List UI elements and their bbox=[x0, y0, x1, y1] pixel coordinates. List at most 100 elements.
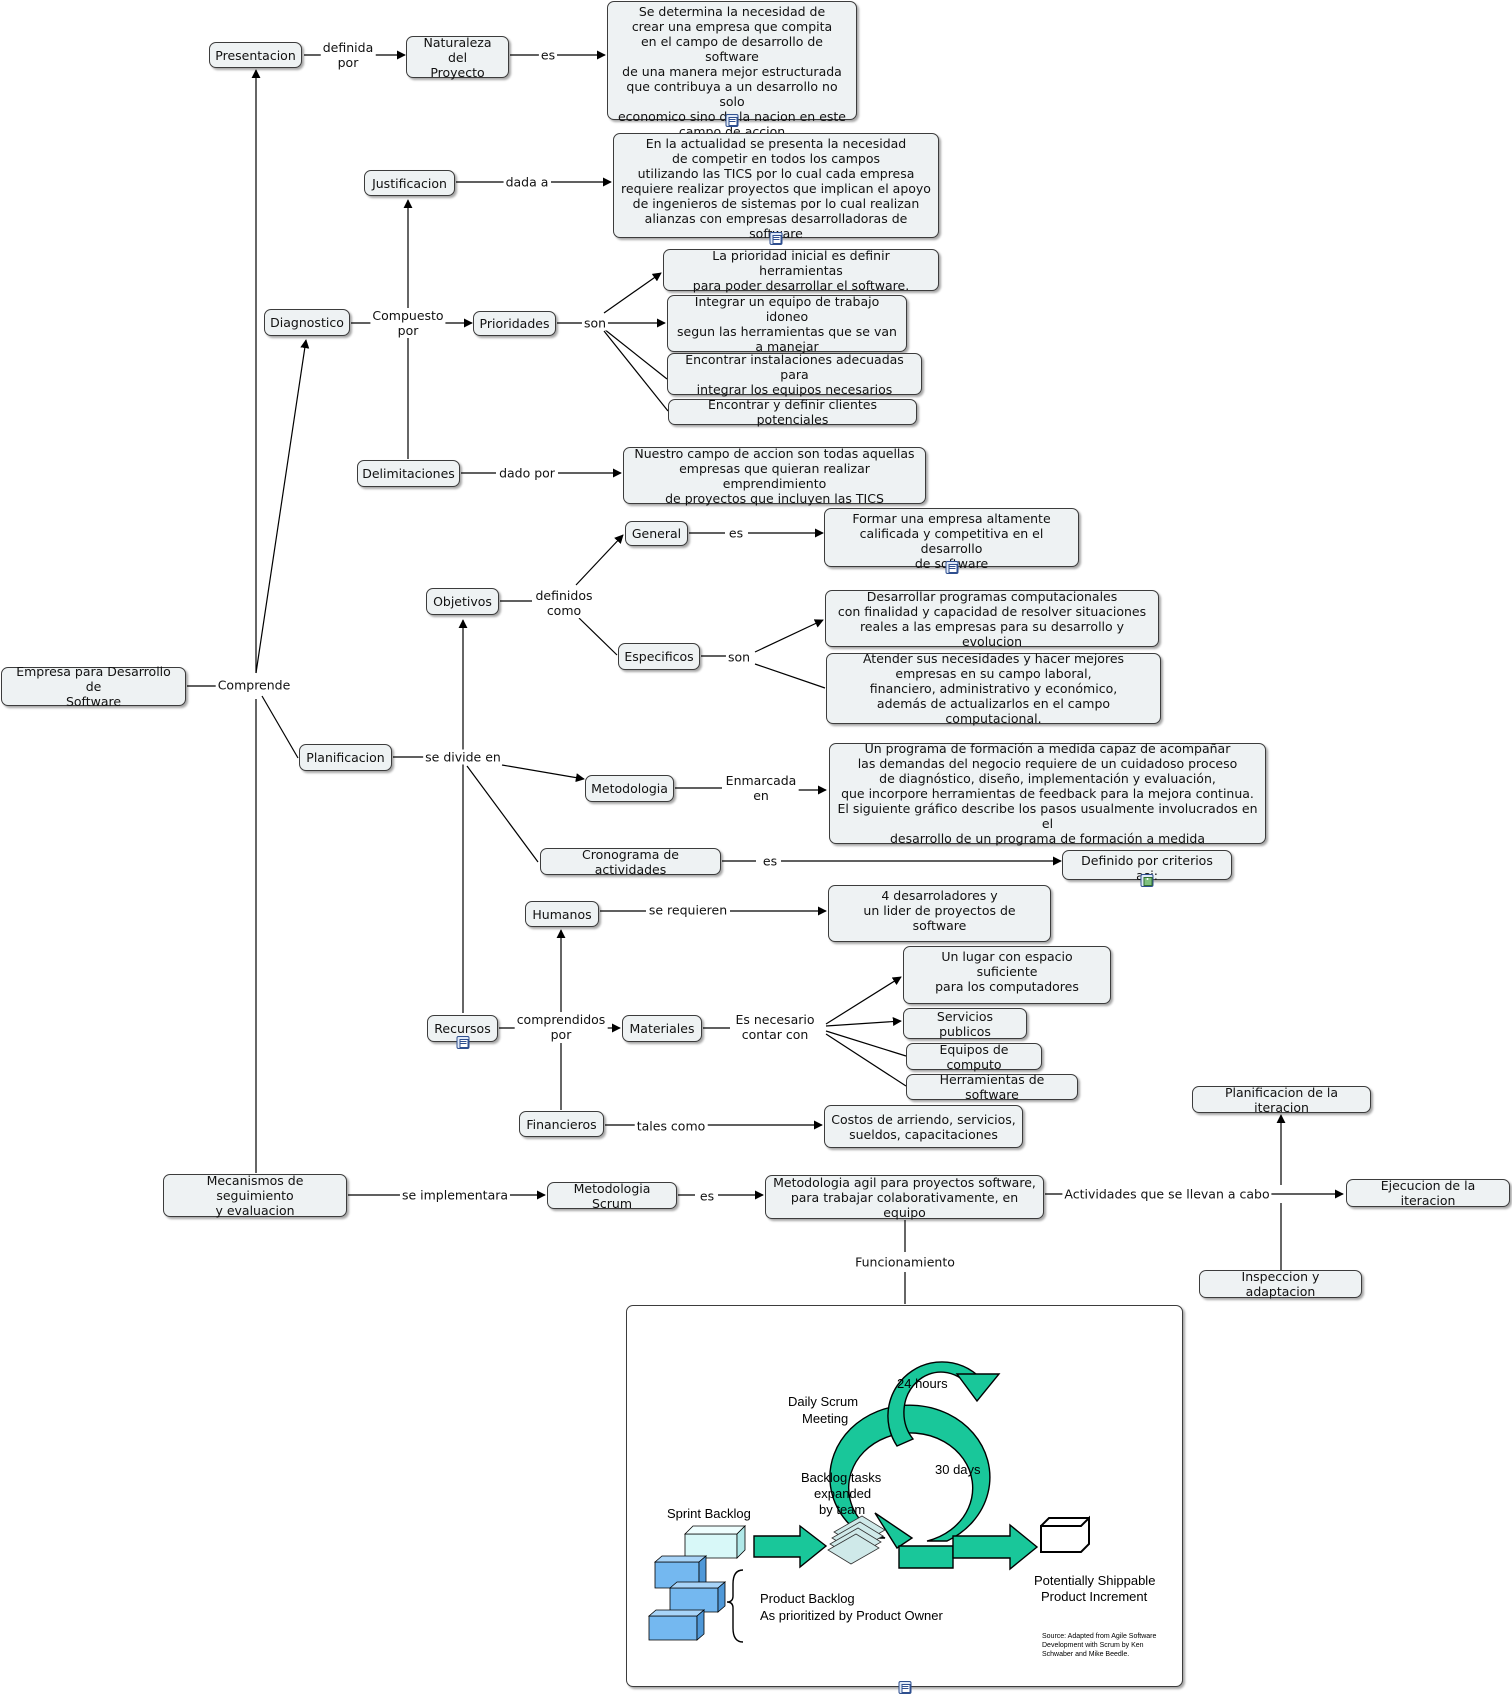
link-label-se-divide-en: se divide en bbox=[423, 749, 503, 765]
node-material-2-label: Servicios publicos bbox=[936, 1008, 994, 1039]
node-empresa[interactable]: Empresa para Desarrollo de Software bbox=[1, 664, 186, 709]
daily-loop-arrow-head bbox=[955, 1373, 1001, 1403]
node-objetivos-label: Objetivos bbox=[433, 594, 492, 609]
link-label-definida-por: definida por bbox=[320, 40, 376, 70]
node-especificos-label: Especificos bbox=[624, 649, 694, 664]
link-label-se-requieren: se requieren bbox=[646, 902, 730, 918]
node-prioridades-label: Prioridades bbox=[479, 316, 550, 331]
node-financieros-desc-label: Costos de arriendo, servicios, sueldos, … bbox=[831, 1111, 1016, 1142]
increment-box bbox=[1040, 1515, 1090, 1553]
node-naturaleza[interactable]: Naturaleza del Proyecto bbox=[406, 35, 509, 80]
node-diagnostico[interactable]: Diagnostico bbox=[264, 309, 350, 336]
node-humanos-desc[interactable]: 4 desarroladores y un lider de proyectos… bbox=[828, 885, 1051, 942]
node-material-2[interactable]: Servicios publicos bbox=[903, 1008, 1027, 1039]
resource-doc-icon[interactable] bbox=[898, 1681, 911, 1694]
node-prioridad-3[interactable]: Encontrar instalaciones adecuadas para i… bbox=[667, 351, 922, 397]
node-prioridad-2[interactable]: Integrar un equipo de trabajo idoneo seg… bbox=[667, 293, 907, 354]
node-especificos[interactable]: Especificos bbox=[618, 643, 700, 670]
link-label-dado-por: dado por bbox=[497, 465, 557, 481]
node-objetivos[interactable]: Objetivos bbox=[426, 588, 499, 615]
backlog-arrow bbox=[753, 1524, 828, 1569]
product-backlog-blocks bbox=[647, 1555, 727, 1641]
node-presentacion-label: Presentacion bbox=[215, 47, 296, 63]
sprint-base-bar bbox=[898, 1545, 954, 1569]
increment-label-1: Potentially Shippable bbox=[1034, 1573, 1155, 1588]
node-materiales-label: Materiales bbox=[629, 1021, 695, 1036]
node-mecanismos[interactable]: Mecanismos de seguimiento y evaluacion bbox=[163, 1173, 347, 1218]
node-especifico-2[interactable]: Atender sus necesidades y hacer mejores … bbox=[826, 651, 1161, 726]
node-scrum-label: Metodologia Scrum bbox=[573, 1180, 651, 1211]
source-note-1: Source: Adapted from Agile Software bbox=[1042, 1633, 1157, 1640]
node-scrum-desc[interactable]: Metodologia agil para proyectos software… bbox=[765, 1175, 1044, 1220]
node-humanos-label: Humanos bbox=[532, 906, 592, 922]
node-general-desc-label: Formar una empresa altamente calificada … bbox=[852, 511, 1051, 571]
node-especifico-2-label: Atender sus necesidades y hacer mejores … bbox=[862, 651, 1125, 726]
node-delimitaciones[interactable]: Delimitaciones bbox=[357, 460, 460, 487]
node-delimitaciones-desc-label: Nuestro campo de accion son todas aquell… bbox=[634, 445, 915, 506]
backlog-tasks-label-1: Backlog tasks bbox=[801, 1470, 882, 1485]
node-prioridad-1[interactable]: La prioridad inicial es definir herramie… bbox=[663, 248, 939, 293]
daily-scrum-label-1: Daily Scrum bbox=[788, 1394, 858, 1409]
node-prioridad-3-label: Encontrar instalaciones adecuadas para i… bbox=[685, 351, 904, 397]
node-cronograma[interactable]: Cronograma de actividades bbox=[540, 847, 721, 877]
node-material-3[interactable]: Equipos de computo bbox=[906, 1042, 1042, 1072]
node-humanos-desc-label: 4 desarroladores y un lider de proyectos… bbox=[863, 888, 1016, 933]
node-metodologia[interactable]: Metodologia bbox=[585, 775, 674, 802]
node-especifico-1[interactable]: Desarrollar programas computacionales co… bbox=[825, 589, 1159, 649]
node-humanos[interactable]: Humanos bbox=[525, 901, 599, 927]
node-metodologia-desc[interactable]: Un programa de formación a medida capaz … bbox=[829, 741, 1266, 846]
node-plan-iteracion[interactable]: Planificacion de la iteracion bbox=[1192, 1084, 1371, 1115]
link-label-actividades: Actividades que se llevan a cabo bbox=[1062, 1186, 1272, 1202]
link-label-es: es bbox=[697, 1188, 717, 1204]
node-ejec-iteracion[interactable]: Ejecucion de la iteracion bbox=[1346, 1178, 1510, 1208]
node-prioridad-2-label: Integrar un equipo de trabajo idoneo seg… bbox=[677, 293, 897, 354]
increment-arrow bbox=[952, 1523, 1039, 1571]
scrum-process-image[interactable]: 24 hours 30 days Daily Scrum Meeting Bac… bbox=[626, 1305, 1183, 1694]
link-label-son: son bbox=[581, 315, 609, 331]
node-prioridad-4[interactable]: Encontrar y definir clientes potenciales bbox=[668, 397, 917, 427]
backlog-tasks-label-3: by team bbox=[819, 1502, 865, 1517]
link-label-es: es bbox=[726, 525, 746, 541]
node-justificacion-desc[interactable]: En la actualidad se presenta la necesida… bbox=[613, 133, 939, 245]
node-mecanismos-label: Mecanismos de seguimiento y evaluacion bbox=[206, 1173, 304, 1218]
node-recursos[interactable]: Recursos bbox=[427, 1015, 498, 1049]
node-material-1[interactable]: Un lugar con espacio suficiente para los… bbox=[903, 946, 1111, 1004]
node-materiales[interactable]: Materiales bbox=[622, 1015, 702, 1042]
node-recursos-label: Recursos bbox=[434, 1021, 491, 1036]
link-label-es-necesario: Es necesario contar con bbox=[733, 1012, 817, 1042]
node-cronograma-desc[interactable]: Definido por criterios asi: bbox=[1062, 850, 1232, 887]
node-material-4[interactable]: Herramientas de software bbox=[906, 1072, 1078, 1102]
node-prioridades[interactable]: Prioridades bbox=[473, 311, 556, 336]
resource-doc-icon[interactable] bbox=[456, 1036, 469, 1049]
node-general-desc[interactable]: Formar una empresa altamente calificada … bbox=[824, 508, 1079, 574]
node-delimitaciones-label: Delimitaciones bbox=[362, 466, 455, 481]
node-ejec-iteracion-label: Ejecucion de la iteracion bbox=[1380, 1178, 1476, 1208]
link-label-son: son bbox=[725, 649, 753, 665]
node-delimitaciones-desc[interactable]: Nuestro campo de accion son todas aquell… bbox=[623, 445, 926, 506]
node-justificacion[interactable]: Justificacion bbox=[364, 170, 455, 196]
node-presentacion[interactable]: Presentacion bbox=[209, 42, 302, 68]
node-financieros[interactable]: Financieros bbox=[519, 1111, 604, 1137]
node-financieros-desc[interactable]: Costos de arriendo, servicios, sueldos, … bbox=[824, 1105, 1023, 1148]
node-metodologia-label: Metodologia bbox=[591, 781, 668, 796]
node-general[interactable]: General bbox=[625, 521, 688, 546]
resource-doc-icon[interactable] bbox=[945, 561, 958, 574]
resource-image-icon[interactable] bbox=[1140, 874, 1154, 887]
link-label-comprende: Comprende bbox=[215, 677, 293, 693]
node-scrum[interactable]: Metodologia Scrum bbox=[547, 1180, 677, 1211]
resource-doc-icon[interactable] bbox=[769, 232, 783, 245]
product-backlog-label-1: Product Backlog bbox=[760, 1591, 855, 1606]
sprint-loop-arrow-head bbox=[874, 1512, 914, 1549]
node-prioridad-4-label: Encontrar y definir clientes potenciales bbox=[708, 397, 877, 427]
node-naturaleza-desc[interactable]: Se determina la necesidad de crear una e… bbox=[607, 1, 857, 139]
node-planificacion[interactable]: Planificacion bbox=[299, 744, 392, 771]
daily-scrum-label-2: Meeting bbox=[802, 1411, 848, 1426]
node-insp-adaptacion[interactable]: Inspeccion y adaptacion bbox=[1199, 1269, 1362, 1299]
node-plan-iteracion-label: Planificacion de la iteracion bbox=[1224, 1084, 1339, 1115]
resource-doc-icon[interactable] bbox=[725, 114, 739, 127]
source-note-3: Schwaber and Mike Beedle. bbox=[1042, 1651, 1129, 1658]
node-justificacion-desc-label: En la actualidad se presenta la necesida… bbox=[621, 136, 931, 241]
node-diagnostico-label: Diagnostico bbox=[270, 315, 344, 330]
increment-label-2: Product Increment bbox=[1041, 1589, 1148, 1604]
